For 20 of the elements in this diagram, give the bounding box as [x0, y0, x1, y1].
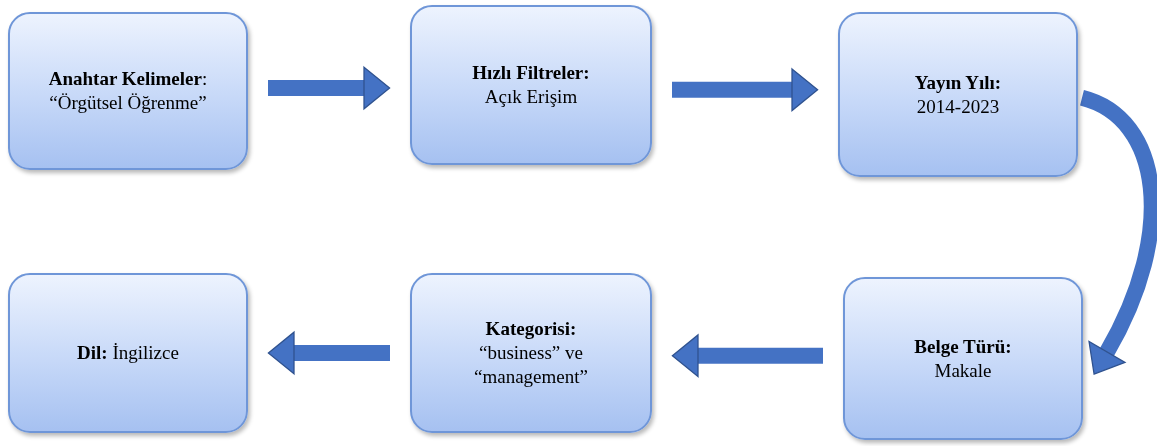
- box-heading: Belge Türü:: [914, 334, 1012, 359]
- box-heading: Hızlı Filtreler:: [472, 61, 590, 85]
- block-arrow: [671, 334, 823, 378]
- block-arrow: [672, 68, 819, 112]
- box-text: Makale: [934, 358, 992, 383]
- process-box: [410, 273, 652, 433]
- box-text: 2014-2023: [916, 94, 1000, 119]
- block-arrow: [268, 66, 391, 110]
- process-box: [410, 5, 652, 165]
- process-box: [8, 273, 248, 433]
- box-text: “business” ve “management”: [473, 341, 589, 389]
- box-text: Anahtar Kelimeler: “Örgütsel Öğrenme”: [47, 67, 209, 115]
- box-text: Dil: İngilizce: [77, 341, 179, 365]
- process-box: [8, 12, 248, 170]
- process-box: [838, 12, 1078, 177]
- block-arrow: [1079, 90, 1157, 376]
- box-text: Açık Erişim: [484, 85, 578, 109]
- box-heading: Yayın Yılı:: [914, 70, 1002, 95]
- process-box: [843, 277, 1083, 440]
- box-heading: Kategorisi:: [485, 317, 577, 342]
